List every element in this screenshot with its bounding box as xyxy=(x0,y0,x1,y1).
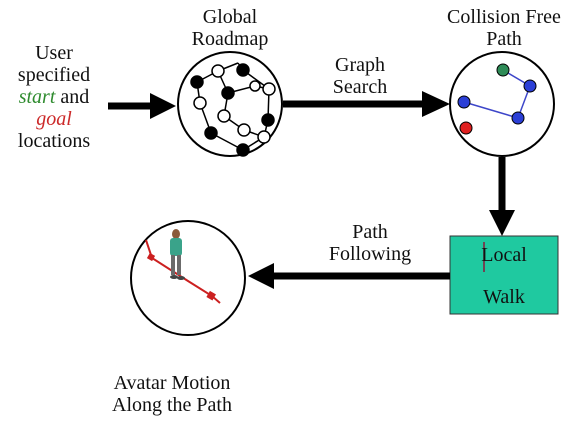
roadmap-nodes xyxy=(190,63,276,157)
roadmap-node xyxy=(193,96,207,110)
collision-free-path-label: Collision Free Path xyxy=(434,6,574,50)
roadmap-node xyxy=(190,75,204,89)
avatar-figure xyxy=(170,229,185,280)
roadmap-node xyxy=(204,126,218,140)
global-line2: Roadmap xyxy=(191,28,269,50)
roadmap-node xyxy=(257,130,271,144)
avatar-waypoint xyxy=(206,290,216,301)
and-word: and xyxy=(55,86,90,108)
avatar-waypoint xyxy=(146,252,156,262)
path-following-line1: Path xyxy=(352,221,388,243)
user-label-line5: locations xyxy=(17,130,91,152)
roadmap-node xyxy=(217,109,231,123)
avatar-line2: Along the Path xyxy=(112,394,232,416)
roadmap-node xyxy=(262,82,276,96)
arrow-local-walk-to-avatar xyxy=(248,263,450,289)
start-node xyxy=(496,63,510,77)
roadmap-node xyxy=(237,123,251,137)
avatar-motion-circle xyxy=(130,220,246,336)
collision-free-path-line xyxy=(463,69,531,119)
start-word: start xyxy=(18,86,56,108)
avatar-path-line xyxy=(145,239,221,304)
collision-free-path-circle xyxy=(449,51,555,157)
path-node xyxy=(523,79,537,93)
roadmap-node xyxy=(249,80,261,92)
local-line2: Walk xyxy=(483,286,525,308)
user-input-label: User specified start and goal locations xyxy=(4,42,104,152)
local-line1: Local xyxy=(481,244,527,266)
path-following-line2: Following xyxy=(328,243,412,265)
global-roadmap-circle xyxy=(177,51,283,157)
roadmap-node xyxy=(221,86,235,100)
arrow-roadmap-to-path xyxy=(283,91,450,117)
path-node xyxy=(511,111,525,125)
graph-search-label: Graph Search xyxy=(300,54,420,98)
global-roadmap-label: Global Roadmap xyxy=(170,6,290,50)
arrow-user-to-roadmap xyxy=(108,93,176,119)
global-line1: Global xyxy=(202,6,258,28)
collision-line1: Collision Free xyxy=(447,6,561,28)
user-label-line1: User xyxy=(35,42,73,64)
roadmap-node xyxy=(261,113,275,127)
roadmap-node xyxy=(211,64,225,78)
local-walk-label: Local Walk xyxy=(450,244,558,308)
graph-line1: Graph xyxy=(335,54,385,76)
avatar-motion-label: Avatar Motion Along the Path xyxy=(92,372,252,416)
arrow-path-to-local-walk xyxy=(489,157,515,236)
roadmap-node xyxy=(236,143,250,157)
path-following-label: Path Following xyxy=(310,221,430,265)
collision-line2: Path xyxy=(486,28,522,50)
roadmap-node xyxy=(236,63,250,77)
graph-line2: Search xyxy=(332,76,388,98)
path-node xyxy=(457,95,471,109)
user-label-line3: start and xyxy=(4,86,104,108)
goal-node xyxy=(459,121,473,135)
user-label-line2: specified xyxy=(17,64,91,86)
avatar-line1: Avatar Motion xyxy=(113,372,231,394)
goal-word: goal xyxy=(36,108,72,130)
